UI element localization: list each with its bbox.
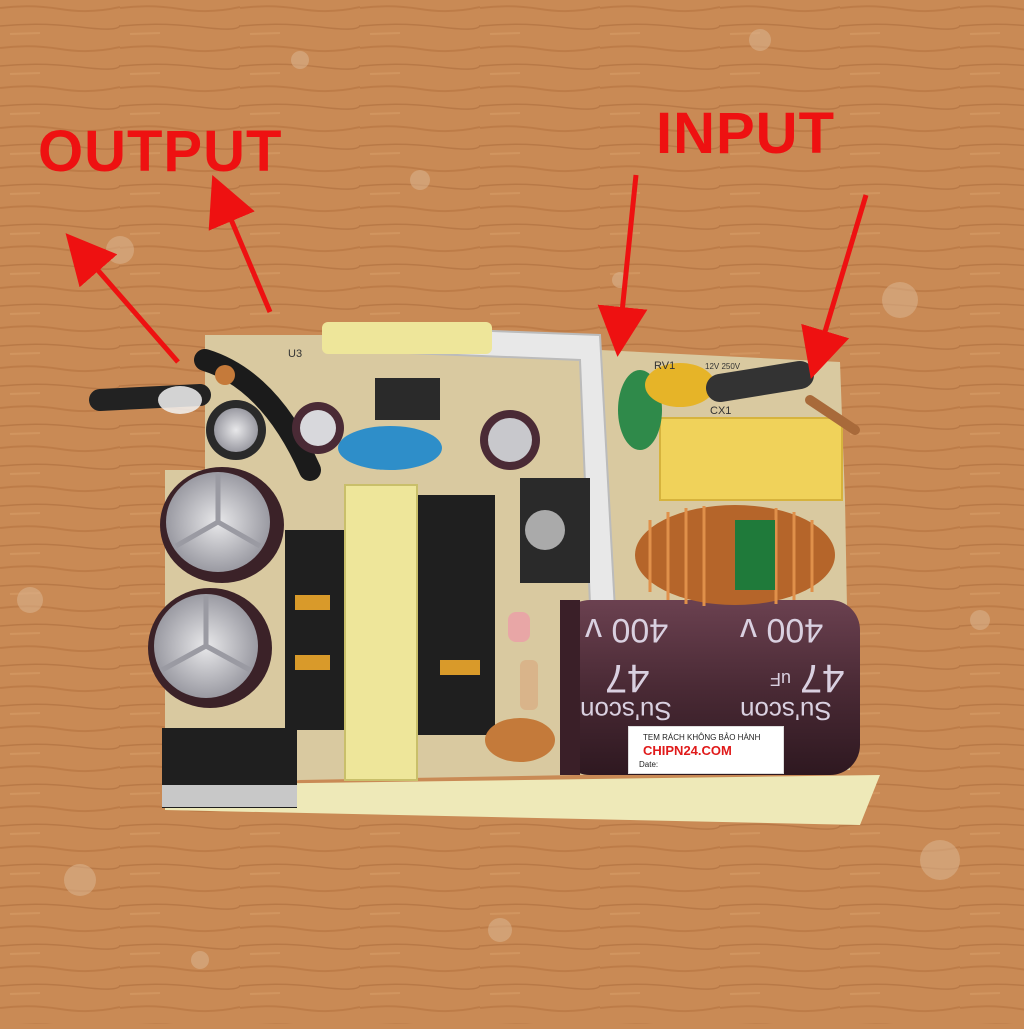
heatsink-tape	[322, 322, 492, 354]
sticker-website: CHIPN24.COM	[643, 743, 732, 758]
sticker-date: Date:	[639, 760, 659, 769]
y-capacitor	[338, 426, 442, 470]
output-wires	[89, 349, 321, 481]
silkscreen-rv1: RV1	[654, 360, 676, 372]
bulk-cap-unit: uF	[770, 669, 792, 689]
bulk-cap-voltage-top: 400 v	[585, 611, 669, 649]
small-capacitors	[206, 400, 540, 470]
output-capacitors	[148, 467, 284, 708]
bulk-cap-brand: Su'scon	[580, 696, 672, 726]
bulk-cap-voltage: 400 v	[740, 611, 824, 649]
output-arrow-1	[65, 233, 180, 364]
input-components	[618, 361, 860, 450]
wood-speckles	[17, 29, 990, 969]
warranty-sticker: TEM RÁCH KHÔNG BẢO HÀNH CHIPN24.COM Date…	[628, 726, 784, 774]
silkscreen-cx1: CX1	[710, 405, 732, 417]
transformer	[285, 484, 495, 781]
annotation-arrows	[65, 174, 869, 379]
input-arrow-2	[801, 194, 869, 379]
bulk-cap-capacitance: 47	[800, 656, 845, 700]
optocoupler	[375, 378, 440, 420]
output-label: OUTPUT	[38, 119, 283, 184]
x-capacitor	[659, 417, 843, 501]
sticker-warning: TEM RÁCH KHÔNG BẢO HÀNH	[643, 733, 761, 742]
bulk-cap-capacitance-left: 47	[605, 656, 650, 700]
silkscreen-u3: U3	[288, 348, 303, 360]
input-arrow-1	[597, 174, 648, 357]
silkscreen-rv-rating: 12V 250V	[705, 362, 741, 371]
bulk-cap-brand-right: Su'scon	[740, 696, 832, 726]
inductor	[635, 505, 835, 606]
resistors	[485, 612, 555, 762]
input-label: INPUT	[656, 101, 835, 166]
output-arrow-2	[208, 174, 273, 313]
